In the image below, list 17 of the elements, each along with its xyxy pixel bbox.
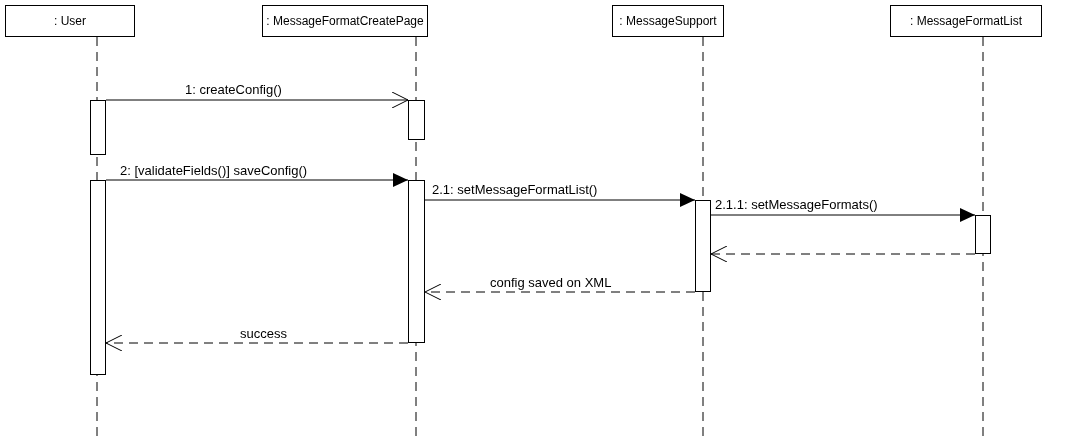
message-arrow — [105, 173, 409, 187]
return-arrow — [424, 283, 696, 301]
message-label: config saved on XML — [490, 275, 612, 290]
message-arrow — [105, 91, 409, 109]
lifeline-head: : MessageFormatList — [890, 5, 1042, 37]
return-arrow — [710, 245, 976, 263]
message-arrow — [710, 208, 976, 222]
return-arrow — [105, 334, 409, 352]
message-label: 2: [validateFields()] saveConfig() — [120, 163, 308, 178]
message-label: success — [240, 326, 287, 341]
lifeline-head: : User — [5, 5, 135, 37]
message-label: 2.1.1: setMessageFormats() — [715, 197, 878, 212]
lifeline-head: : MessageSupport — [612, 5, 724, 37]
message-label: 2.1: setMessageFormatList() — [432, 182, 598, 197]
lifeline-head: : MessageFormatCreatePage — [262, 5, 428, 37]
message-label: 1: createConfig() — [185, 82, 282, 97]
message-arrow — [424, 193, 696, 207]
